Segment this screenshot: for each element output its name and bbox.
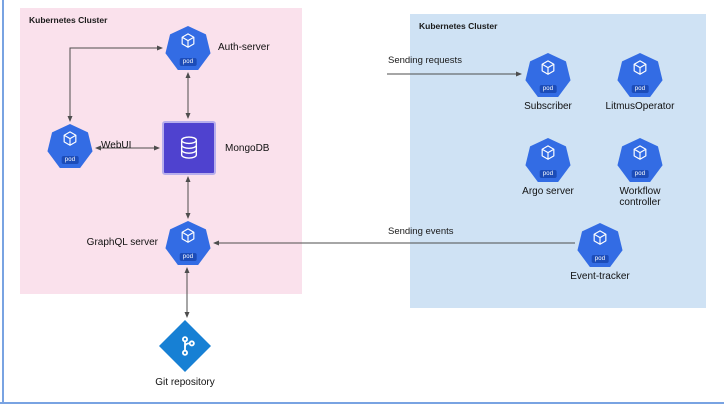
node-label-litmus-operator: LitmusOperator xyxy=(605,101,675,112)
database-icon xyxy=(180,136,198,159)
pod-badge: pod xyxy=(539,170,557,178)
pod-icon: pod xyxy=(525,138,571,182)
node-label-subscriber: Subscriber xyxy=(524,101,572,112)
pod-icon: pod xyxy=(47,124,93,168)
left-cluster-title: Kubernetes Cluster xyxy=(29,15,108,25)
edge-label-sending-events: Sending events xyxy=(388,226,454,237)
node-label-git-repository: Git repository xyxy=(155,377,215,388)
node-graphql-server[interactable]: pod xyxy=(165,221,211,265)
node-label-workflow-controller: Workflow controller xyxy=(619,186,661,208)
node-event-tracker[interactable]: pod xyxy=(577,223,623,267)
edge-label-sending-requests: Sending requests xyxy=(388,55,462,66)
cube-icon xyxy=(541,145,555,160)
pod-icon: pod xyxy=(165,26,211,70)
pod-badge: pod xyxy=(591,255,609,263)
node-webui[interactable]: pod xyxy=(47,124,93,168)
cube-icon xyxy=(633,60,647,75)
pod-icon: pod xyxy=(617,53,663,97)
cube-icon xyxy=(181,33,195,48)
node-label-event-tracker: Event-tracker xyxy=(570,271,630,282)
right-cluster-title: Kubernetes Cluster xyxy=(419,21,498,31)
pod-icon: pod xyxy=(617,138,663,182)
node-label-webui: WebUI xyxy=(101,140,132,151)
node-label-graphql-server: GraphQL server xyxy=(86,237,158,248)
node-label-argo-server: Argo server xyxy=(522,186,574,197)
git-branch-icon xyxy=(181,336,195,356)
cube-icon xyxy=(633,145,647,160)
cube-icon xyxy=(63,131,77,146)
node-label-auth-server: Auth-server xyxy=(218,42,270,53)
node-subscriber[interactable]: pod xyxy=(525,53,571,97)
cube-icon xyxy=(541,60,555,75)
node-auth-server[interactable]: pod xyxy=(165,26,211,70)
pod-badge: pod xyxy=(61,156,79,164)
pod-badge: pod xyxy=(631,85,649,93)
node-workflow-controller[interactable]: pod xyxy=(617,138,663,182)
pod-badge: pod xyxy=(179,253,197,261)
node-label-mongodb: MongoDB xyxy=(225,143,270,154)
pod-icon: pod xyxy=(165,221,211,265)
node-mongodb[interactable] xyxy=(162,121,216,175)
pod-badge: pod xyxy=(631,170,649,178)
pod-icon: pod xyxy=(577,223,623,267)
node-litmus-operator[interactable]: pod xyxy=(617,53,663,97)
node-argo-server[interactable]: pod xyxy=(525,138,571,182)
pod-icon: pod xyxy=(525,53,571,97)
node-git-repository[interactable] xyxy=(159,320,211,372)
pod-badge: pod xyxy=(539,85,557,93)
cube-icon xyxy=(181,228,195,243)
cube-icon xyxy=(593,230,607,245)
bottom-border-line xyxy=(0,402,724,404)
left-border-line xyxy=(2,0,4,404)
pod-badge: pod xyxy=(179,58,197,66)
